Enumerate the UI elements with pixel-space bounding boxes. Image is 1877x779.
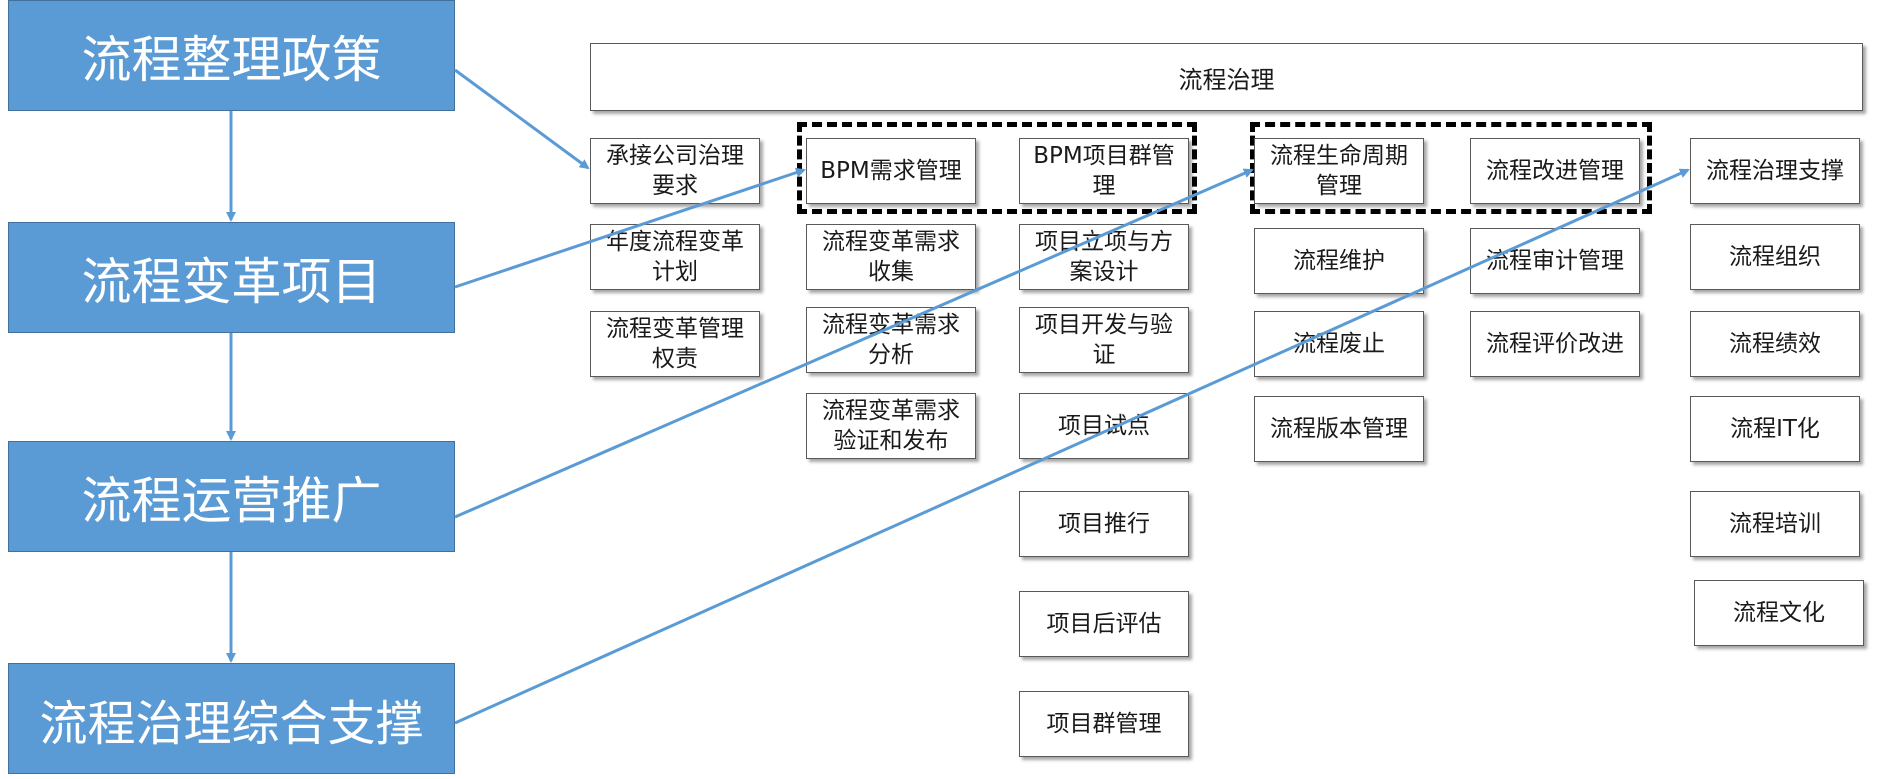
box-col6-5: 流程培训: [1690, 491, 1860, 557]
box-col4-2: 流程维护: [1254, 228, 1424, 294]
box-col2-2: 流程变革需求收集: [806, 224, 976, 290]
arrow-step1-col1: [454, 68, 590, 170]
step-policy: 流程整理政策: [8, 0, 455, 111]
step-project: 流程变革项目: [8, 222, 455, 333]
box-col2-4: 流程变革需求验证和发布: [806, 393, 976, 459]
box-col1-2: 年度流程变革计划: [590, 224, 760, 290]
box-col6-2: 流程组织: [1690, 224, 1860, 290]
step-operation: 流程运营推广: [8, 441, 455, 552]
box-col6-1: 流程治理支撑: [1690, 138, 1860, 204]
header-governance: 流程治理: [590, 43, 1863, 111]
box-col5-1: 流程改进管理: [1470, 138, 1640, 204]
box-col2-3: 流程变革需求分析: [806, 307, 976, 373]
box-col3-2: 项目立项与方案设计: [1019, 224, 1189, 290]
box-col3-1: BPM项目群管理: [1019, 138, 1189, 204]
box-col3-6: 项目后评估: [1019, 591, 1189, 657]
box-col5-2: 流程审计管理: [1470, 228, 1640, 294]
box-col3-4: 项目试点: [1019, 393, 1189, 459]
box-col3-7: 项目群管理: [1019, 691, 1189, 757]
box-col4-3: 流程废止: [1254, 311, 1424, 377]
box-col3-5: 项目推行: [1019, 491, 1189, 557]
box-col2-1: BPM需求管理: [806, 138, 976, 204]
box-col3-3: 项目开发与验证: [1019, 307, 1189, 373]
box-col4-1: 流程生命周期管理: [1254, 138, 1424, 204]
box-col6-4: 流程IT化: [1690, 396, 1860, 462]
box-col1-3: 流程变革管理权责: [590, 311, 760, 377]
box-col6-6: 流程文化: [1694, 580, 1864, 646]
box-col4-4: 流程版本管理: [1254, 396, 1424, 462]
box-col6-3: 流程绩效: [1690, 311, 1860, 377]
box-col1-1: 承接公司治理要求: [590, 138, 760, 204]
step-support: 流程治理综合支撑: [8, 663, 455, 774]
box-col5-3: 流程评价改进: [1470, 311, 1640, 377]
